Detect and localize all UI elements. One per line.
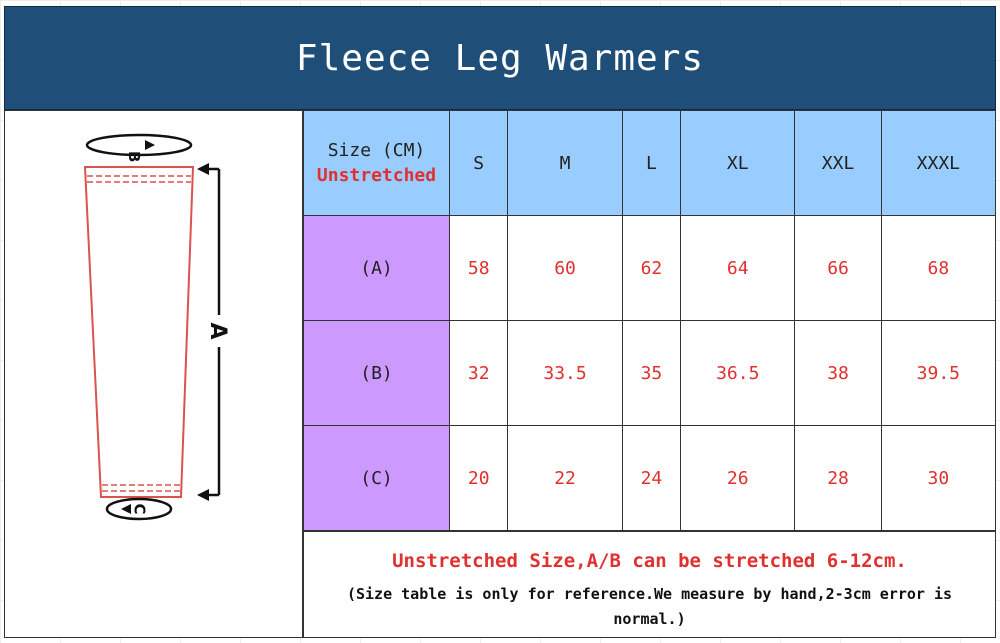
leg-warmer-diagram: B A C xyxy=(4,110,303,638)
reference-disclaimer: (Size table is only for reference.We mea… xyxy=(346,585,953,628)
value-cell: 24 xyxy=(621,425,682,531)
value-cell: 62 xyxy=(621,215,682,321)
size-unit-label: Size (CM) xyxy=(327,140,426,161)
warmer-outline xyxy=(83,166,195,498)
size-header-l: L xyxy=(621,110,682,216)
row-label-c: (C) xyxy=(303,425,450,531)
stretch-note: Unstretched Size,A/B can be stretched 6-… xyxy=(392,550,907,572)
size-chart-table: Size (CM) Unstretched S M L XL XXL XXXL … xyxy=(303,110,997,531)
label-a: A xyxy=(205,322,230,339)
bottom-circumference-arrow xyxy=(105,497,173,521)
value-cell: 39.5 xyxy=(880,320,997,426)
size-header-xxl: XXL xyxy=(794,110,882,216)
value-cell: 66 xyxy=(794,215,882,321)
row-label-a: (A) xyxy=(303,215,450,321)
value-cell: 30 xyxy=(880,425,997,531)
size-header-s: S xyxy=(448,110,509,216)
value-cell: 32 xyxy=(448,320,509,426)
value-cell: 38 xyxy=(794,320,882,426)
size-header-cell: Size (CM) Unstretched xyxy=(303,110,450,216)
value-cell: 22 xyxy=(507,425,623,531)
value-cell: 60 xyxy=(507,215,623,321)
page-title: Fleece Leg Warmers xyxy=(295,37,705,79)
table-row: (A) 58 60 62 64 66 68 xyxy=(303,215,997,321)
label-c: C xyxy=(131,503,149,514)
value-cell: 35 xyxy=(621,320,682,426)
value-cell: 33.5 xyxy=(507,320,623,426)
table-row: (B) 32 33.5 35 36.5 38 39.5 xyxy=(303,320,997,426)
table-header-row: Size (CM) Unstretched S M L XL XXL XXXL xyxy=(303,110,997,216)
table-row: (C) 20 22 24 26 28 30 xyxy=(303,425,997,531)
top-arrowhead xyxy=(145,140,155,150)
value-cell: 36.5 xyxy=(680,320,796,426)
title-banner: Fleece Leg Warmers xyxy=(4,6,996,110)
size-header-xxxl: XXXL xyxy=(880,110,997,216)
size-header-m: M xyxy=(507,110,623,216)
value-cell: 20 xyxy=(448,425,509,531)
value-cell: 26 xyxy=(680,425,796,531)
size-header-xl: XL xyxy=(680,110,796,216)
value-cell: 64 xyxy=(680,215,796,321)
value-cell: 28 xyxy=(794,425,882,531)
value-cell: 68 xyxy=(880,215,997,321)
label-b: B xyxy=(125,151,143,162)
bottom-arrowhead xyxy=(121,504,131,514)
row-label-b: (B) xyxy=(303,320,450,426)
length-top-arrowhead xyxy=(197,163,209,175)
unstretched-label: Unstretched xyxy=(316,165,437,186)
size-note: Unstretched Size,A/B can be stretched 6-… xyxy=(303,531,996,638)
value-cell: 58 xyxy=(448,215,509,321)
leg-warmer-illustration: B A C xyxy=(83,133,230,521)
length-bottom-arrowhead xyxy=(197,489,209,501)
top-circumference-arrow xyxy=(85,133,193,157)
